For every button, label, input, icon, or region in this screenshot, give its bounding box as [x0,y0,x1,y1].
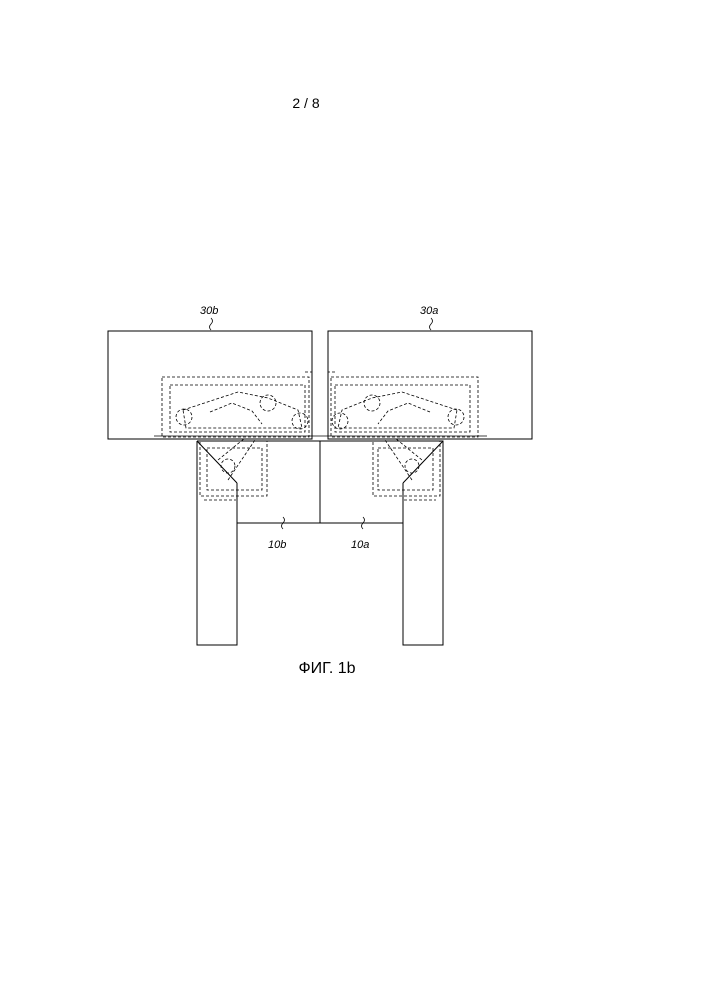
label-30a: 30a [420,305,438,317]
label-leaders [210,318,433,529]
label-10a: 10a [351,539,369,551]
label-30b: 30b [200,305,218,317]
figure-caption: ФИГ. 1b [298,660,355,677]
label-10b: 10b [268,539,286,551]
